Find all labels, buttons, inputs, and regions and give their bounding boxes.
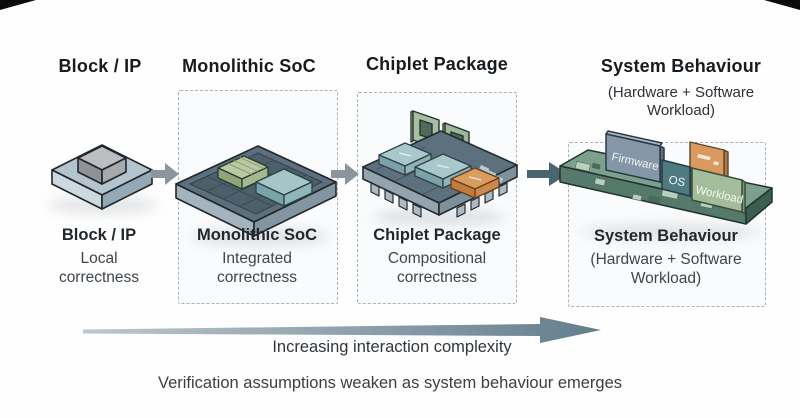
system-shadow [580, 224, 760, 240]
header-system-behaviour: System Behaviour [600, 56, 762, 76]
block-ip-sub-line2: correctness [58, 268, 140, 286]
stage-arrow-icon-3 [527, 162, 568, 186]
monolithic-soc-illustration [175, 145, 337, 237]
monolithic-shadow [190, 228, 330, 246]
chiplet-sub-line1: Compositional [387, 250, 487, 267]
header-system-subtitle-line2: Workload) [646, 102, 716, 119]
chiplet-sub-line2: correctness [396, 268, 478, 286]
block-ip-sub-line1: Local [80, 250, 118, 267]
stage-arrow-icon-1 [151, 163, 179, 185]
complexity-axis-arrow [83, 317, 601, 343]
block-ip-caption-sub: Local correctness [29, 250, 169, 287]
monolithic-caption: Monolithic SoC Integrated correctness [186, 226, 328, 287]
monolithic-caption-title: Monolithic SoC [196, 226, 318, 244]
bottom-caption: Verification assumptions weaken as syste… [157, 374, 623, 392]
header-system-subtitle-line1: (Hardware + Software [607, 84, 755, 101]
system-caption: System Behaviour (Hardware + Software Wo… [572, 227, 760, 288]
header-chiplet-package: Chiplet Package [365, 54, 509, 74]
header-block-ip: Block / IP [58, 56, 142, 76]
system-sub-line1: (Hardware + Software [590, 251, 742, 268]
os-panel-label: OS [667, 174, 686, 189]
monolithic-sub-line2: correctness [216, 268, 298, 286]
chiplet-caption: Chiplet Package Compositional correctnes… [364, 226, 510, 287]
chiplet-caption-title: Chiplet Package [373, 226, 501, 244]
chiplet-package-illustration [362, 110, 518, 218]
system-caption-title: System Behaviour [594, 227, 738, 245]
block-ip-illustration [51, 144, 153, 210]
corner-wedge-top-left [0, 0, 36, 10]
stage-arrow-icon-2 [331, 163, 359, 185]
system-sub-line2: Workload) [630, 269, 702, 287]
monolithic-sub-line1: Integrated [222, 250, 292, 267]
chiplet-shadow [372, 208, 507, 226]
axis-label: Increasing interaction complexity [272, 338, 512, 356]
chiplet-caption-sub: Compositional correctness [364, 250, 510, 287]
system-caption-sub: (Hardware + Software Workload) [572, 251, 760, 288]
header-monolithic-soc: Monolithic SoC [182, 56, 316, 76]
block-ip-caption: Block / IP Local correctness [29, 226, 169, 287]
corner-wedge-top-right [764, 0, 800, 10]
monolithic-caption-sub: Integrated correctness [186, 250, 328, 287]
header-system-subtitle: (Hardware + Software Workload) [591, 84, 771, 120]
system-board-illustration: Firmware OS Workload [559, 130, 773, 225]
block-ip-caption-title: Block / IP [61, 226, 137, 244]
